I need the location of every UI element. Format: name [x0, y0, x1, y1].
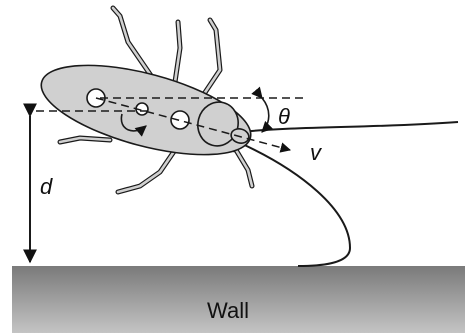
antenna-lower: [238, 142, 350, 266]
wall-label: Wall: [207, 298, 249, 323]
theta-arc: [262, 98, 269, 132]
marker-rear: [171, 111, 189, 129]
velocity-label: v: [310, 140, 323, 165]
theta-label: θ: [278, 104, 290, 129]
antenna-upper: [240, 122, 458, 132]
distance-label: d: [40, 174, 53, 199]
